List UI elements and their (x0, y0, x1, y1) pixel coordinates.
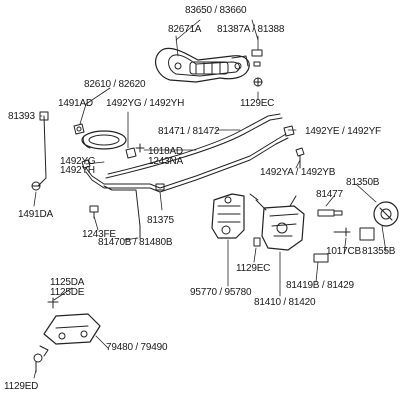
striker-plate-81355b (359, 227, 375, 241)
lock-rod (37, 111, 49, 187)
callout-79480-79490: 79480 / 79490 (106, 342, 168, 353)
rods-81471-81472 (105, 113, 283, 179)
callout-1243FE: 1243FE (82, 229, 116, 240)
handle-rod-clips (251, 49, 263, 67)
bolt-1129ec-mid (253, 237, 261, 247)
callout-81477: 81477 (316, 189, 343, 200)
bolt-1129ed (33, 353, 43, 373)
door-latch-assembly (249, 193, 305, 251)
clip-1491ad (73, 123, 85, 135)
grommet-1491da (31, 181, 41, 191)
callout-1125DE: 1125DE (50, 287, 85, 298)
rod-clip-81375 (155, 183, 165, 191)
inside-door-handle (81, 130, 127, 150)
outside-door-handle (154, 47, 250, 83)
bolt-1129ec-top (253, 77, 263, 87)
callout-81393: 81393 (8, 111, 35, 122)
callout-81470B-81480B: 81470B / 81480B (98, 237, 173, 248)
screw-1017cb (333, 227, 351, 237)
callout-1491AD: 1491AD (58, 98, 93, 109)
screw-1018ad (135, 143, 145, 153)
callout-1129EC-top: 1129EC (240, 98, 275, 109)
callout-81471-81472: 81471 / 81472 (158, 126, 220, 137)
door-latch-actuator (211, 193, 245, 239)
callout-1129EC-mid: 1129EC (236, 263, 271, 274)
callout-81355B: 81355B (362, 246, 396, 257)
callout-81350B: 81350B (346, 177, 380, 188)
callout-1018AD: 1018AD (148, 146, 183, 157)
callout-1492YE-1492YF: 1492YE / 1492YF (305, 126, 381, 137)
rod-clip-1492ye (283, 125, 295, 137)
callout-95770-95780: 95770 / 95780 (190, 287, 252, 298)
bolts-1125da (47, 297, 59, 309)
callout-1129ED: 1129ED (4, 381, 39, 392)
striker-bolt-81477 (317, 209, 343, 217)
callout-1491DA: 1491DA (18, 209, 53, 220)
callout-1125DA: 1125DA (50, 277, 85, 288)
rod-clip-1492ya (295, 147, 305, 169)
callout-83650-83660: 83650 / 83660 (185, 5, 247, 16)
callout-81410-81420: 81410 / 81420 (254, 297, 316, 308)
callout-82610-82620: 82610 / 82620 (84, 79, 146, 90)
callout-1243NA: 1243NA (148, 156, 183, 167)
callout-81375: 81375 (147, 215, 174, 226)
callout-1492YG-1492YH-top: 1492YG / 1492YH (106, 98, 185, 109)
clip-1492yg-top (125, 147, 137, 159)
callout-1492YH-left: 1492YH (60, 165, 95, 176)
door-striker (373, 201, 399, 227)
door-check-strap (39, 313, 101, 357)
latch-cover-81419b (313, 253, 329, 263)
callout-82671A: 82671A (168, 24, 202, 35)
callout-81387A-81388: 81387A / 81388 (217, 24, 285, 35)
callout-1017CB: 1017CB (326, 246, 361, 257)
callout-1492YA-1492YB: 1492YA / 1492YB (260, 167, 336, 178)
callout-1492YG-left: 1492YG (60, 156, 96, 167)
leader-lines (33, 19, 387, 379)
rod-clips-1492yg-left (81, 159, 91, 169)
callout-81419B-81429: 81419B / 81429 (286, 280, 354, 291)
